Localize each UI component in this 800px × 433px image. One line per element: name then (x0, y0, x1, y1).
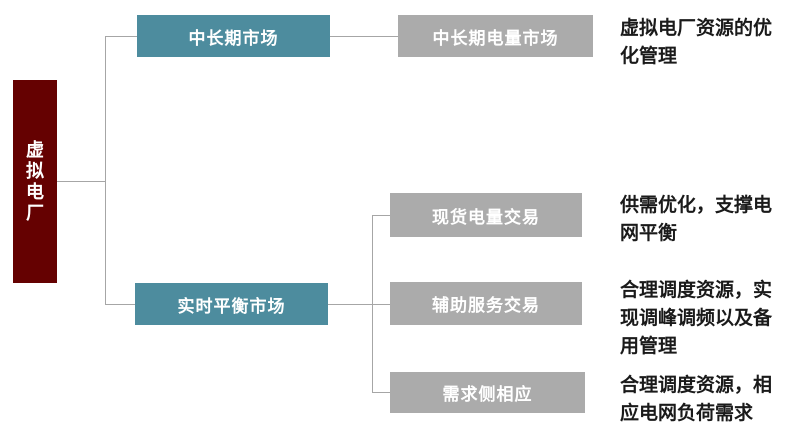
node-mid-long-term-market-label: 中长期市场 (188, 28, 279, 48)
connector-branch2-out (328, 304, 372, 305)
node-demand-side-response: 需求侧相应 (390, 372, 585, 413)
description-ancillary-services-trading: 合理调度资源，实现调峰调频以及备用管理 (620, 280, 773, 357)
node-spot-energy-trading: 现货电量交易 (390, 193, 582, 237)
node-mid-long-term-market: 中长期市场 (137, 15, 330, 57)
connector-branch1-to-leaf1 (330, 36, 398, 37)
description-demand-side-response: 合理调度资源，相应电网负荷需求 (620, 375, 773, 424)
connector-root-stub (57, 181, 105, 182)
node-demand-side-response-label: 需求侧相应 (442, 385, 533, 404)
description-spot-energy-trading: 供需优化，支撑电网平衡 (620, 195, 773, 244)
node-realtime-balancing-market-label: 实时平衡市场 (177, 296, 286, 316)
node-ancillary-services-trading: 辅助服务交易 (390, 282, 582, 325)
connector-leaf2-in (373, 215, 390, 216)
connector-trunk-level1 (105, 36, 106, 305)
connector-trunk-level2 (372, 215, 373, 393)
node-virtual-power-plant-label: 虚拟电厂 (25, 139, 44, 223)
node-ancillary-services-trading-label: 辅助服务交易 (432, 296, 540, 315)
node-mid-long-term-energy-market-label: 中长期电量市场 (432, 28, 559, 48)
description-mid-long-term-energy-market: 虚拟电厂资源的优化管理 (620, 18, 773, 67)
node-mid-long-term-energy-market: 中长期电量市场 (398, 15, 593, 57)
connector-branch1-in (106, 36, 137, 37)
node-realtime-balancing-market: 实时平衡市场 (135, 283, 328, 325)
connector-leaf3-in (373, 304, 390, 305)
node-spot-energy-trading-label: 现货电量交易 (432, 207, 540, 227)
node-virtual-power-plant: 虚拟电厂 (13, 80, 57, 283)
connector-branch2-in (106, 304, 135, 305)
connector-leaf4-in (373, 392, 390, 393)
